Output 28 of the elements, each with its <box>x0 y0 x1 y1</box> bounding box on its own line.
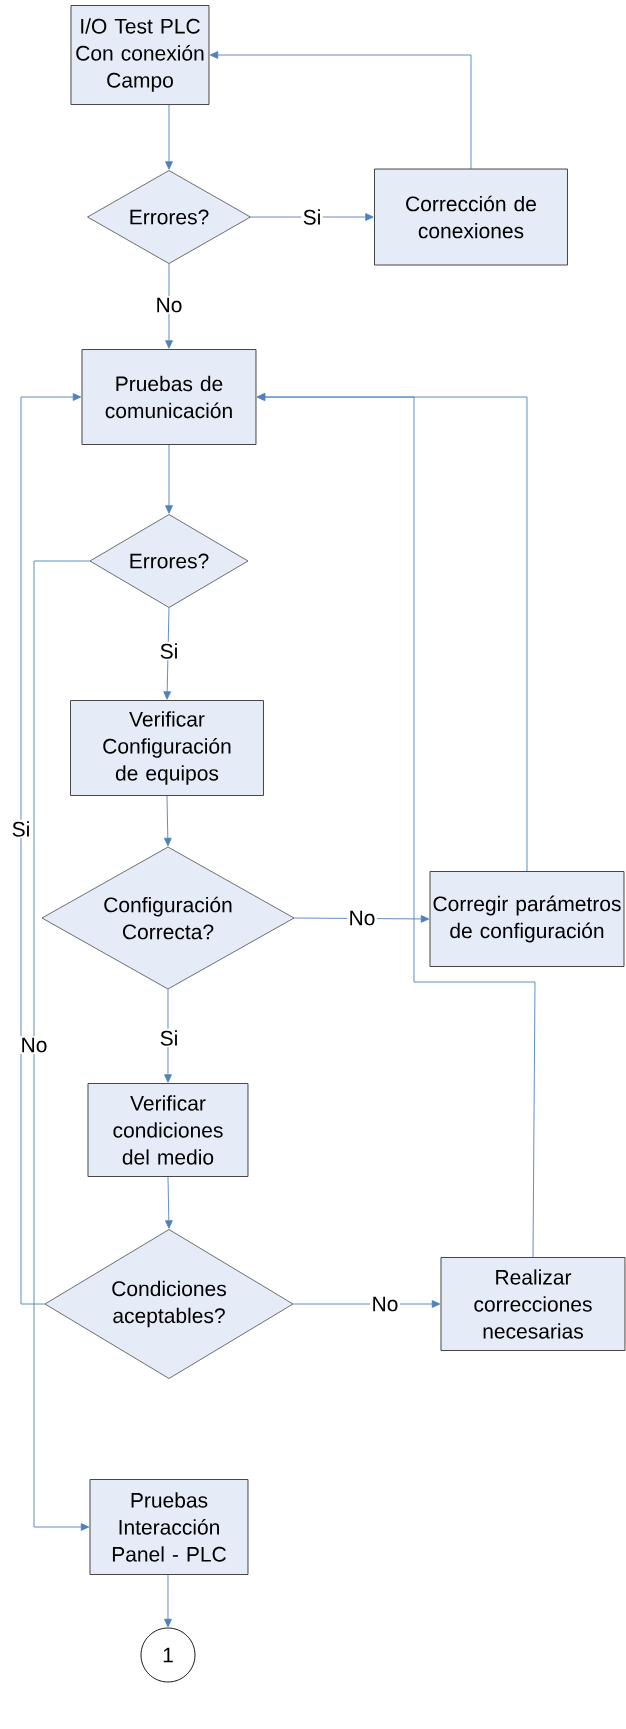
process-box: Verificar Configuración de equipos <box>70 700 264 796</box>
process-box: Pruebas Interacción Panel - PLC <box>89 1479 249 1575</box>
process-box: Pruebas de comunicación <box>81 349 257 445</box>
edge-label: Si <box>158 641 180 661</box>
arrow <box>163 795 172 847</box>
edge-label: Si <box>301 207 323 227</box>
process-box: Realizar correcciones necesarias <box>440 1257 626 1351</box>
edge-label: No <box>347 909 377 927</box>
arrow <box>165 104 173 170</box>
arrow <box>164 1176 173 1229</box>
arrow <box>163 607 172 700</box>
arrow <box>20 393 82 1305</box>
process-box: Corrección de conexiones <box>374 168 568 266</box>
edge-label: Si <box>158 1028 180 1048</box>
arrow <box>164 988 172 1083</box>
arrow <box>250 213 374 221</box>
arrow <box>209 51 472 170</box>
arrow <box>165 444 173 514</box>
edge-label: No <box>154 296 184 314</box>
edge-label: No <box>370 1295 400 1313</box>
edge-label: No <box>19 1036 49 1054</box>
process-box: Verificar condiciones del medio <box>87 1083 249 1177</box>
arrow <box>33 560 91 1531</box>
edge-label: Si <box>10 819 32 839</box>
process-box: I/O Test PLC Con conexión Campo <box>70 5 210 105</box>
arrow <box>164 1574 172 1628</box>
arrow <box>256 393 536 1258</box>
process-box: Corregir parámetros de configuración <box>429 871 625 967</box>
